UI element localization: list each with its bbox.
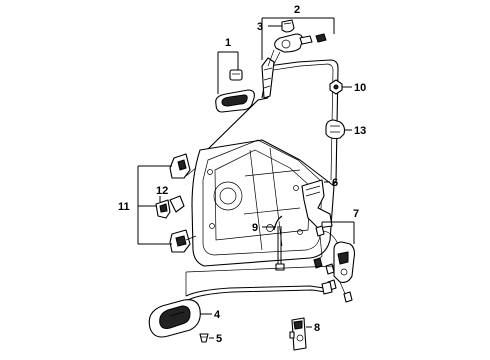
callout-1-leader	[217, 51, 239, 94]
callout-8: 8	[314, 322, 320, 334]
grommet-part-10	[329, 79, 343, 95]
callout-6: 6	[332, 177, 338, 189]
callout-2-leader	[261, 17, 335, 60]
control-cable	[185, 265, 335, 301]
callout-5: 5	[216, 333, 222, 345]
callout-7-leader	[321, 221, 355, 244]
upper-hinge	[169, 153, 197, 179]
callout-4: 4	[214, 309, 221, 321]
control-module-part-6	[301, 179, 333, 229]
latch-assembly-part-7	[313, 225, 356, 303]
callout-12: 12	[156, 185, 168, 197]
callout-10: 10	[354, 82, 366, 94]
hinge-part-12	[155, 195, 185, 219]
callout-13: 13	[354, 125, 366, 137]
outside-handle-part-1	[215, 69, 255, 113]
lock-clip-part-3	[281, 19, 295, 33]
callout-3: 3	[257, 21, 263, 33]
callout-2: 2	[294, 4, 300, 16]
screw-part-5	[199, 333, 209, 343]
inside-handle-part-4	[148, 299, 201, 338]
striker-part-8	[289, 317, 307, 351]
callout-7: 7	[353, 208, 359, 220]
bumper-part-13	[325, 119, 346, 140]
lower-hinge	[169, 229, 197, 253]
callout-11-leader	[137, 165, 172, 245]
callout-1: 1	[225, 37, 231, 49]
lock-cylinder-part-2	[267, 33, 327, 67]
door-frame	[191, 57, 339, 267]
callout-11: 11	[118, 201, 130, 213]
callout-9: 9	[252, 222, 258, 234]
